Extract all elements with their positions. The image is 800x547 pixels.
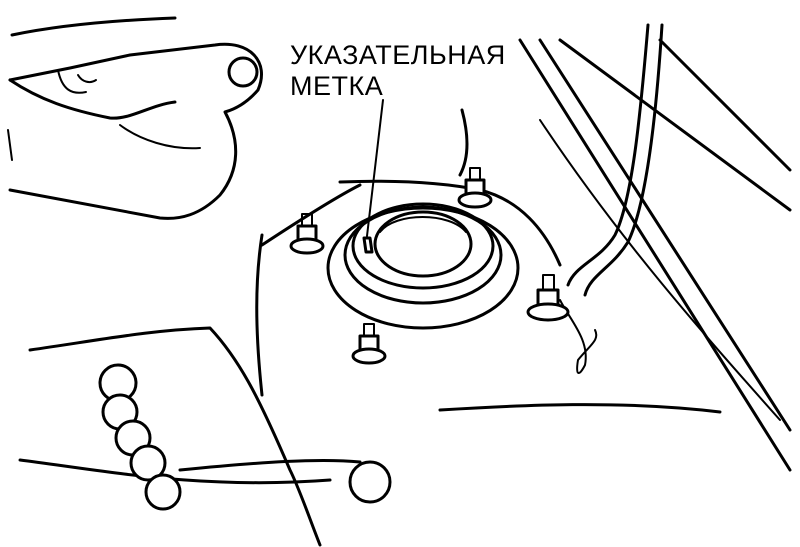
bracket-outline [8,42,263,220]
fender-edge-line [10,16,177,37]
panel-line-4 [658,38,792,172]
bracket-fold [7,124,201,161]
panel-line-1 [518,38,792,472]
hole-6 [348,460,392,504]
brake-hose-inner [583,23,664,297]
mount-outer-ring [326,206,520,330]
index-mark [362,236,374,254]
callout-label-line-2: МЕТКА [290,71,384,101]
leader-line [366,99,384,237]
mounting-nut-right [526,274,570,322]
inner-fender-panel [28,326,322,547]
panel-line-5 [539,119,781,421]
lower-bar [178,458,362,472]
panel-line-2 [538,38,792,432]
panel-line-3 [558,38,792,212]
mount-cap-top [379,216,467,233]
mount-middle-ring [343,205,503,305]
mounting-nut-top [457,167,493,209]
mount-inner-ring [351,202,495,290]
bracket-hook [57,69,97,94]
callout-label-line-1: УКАЗАТЕЛЬНАЯ [290,40,506,70]
mount-cap [373,210,473,278]
mounting-nut-left [289,213,325,255]
bracket-inner-line [8,78,177,120]
hole-5 [144,473,182,511]
brake-hose [566,23,650,287]
mounting-nut-bottom [351,323,387,365]
hose-bracket [559,299,598,374]
bracket-bolt [227,56,259,88]
strut-tower-outline [255,108,722,414]
hole-4 [129,444,167,482]
